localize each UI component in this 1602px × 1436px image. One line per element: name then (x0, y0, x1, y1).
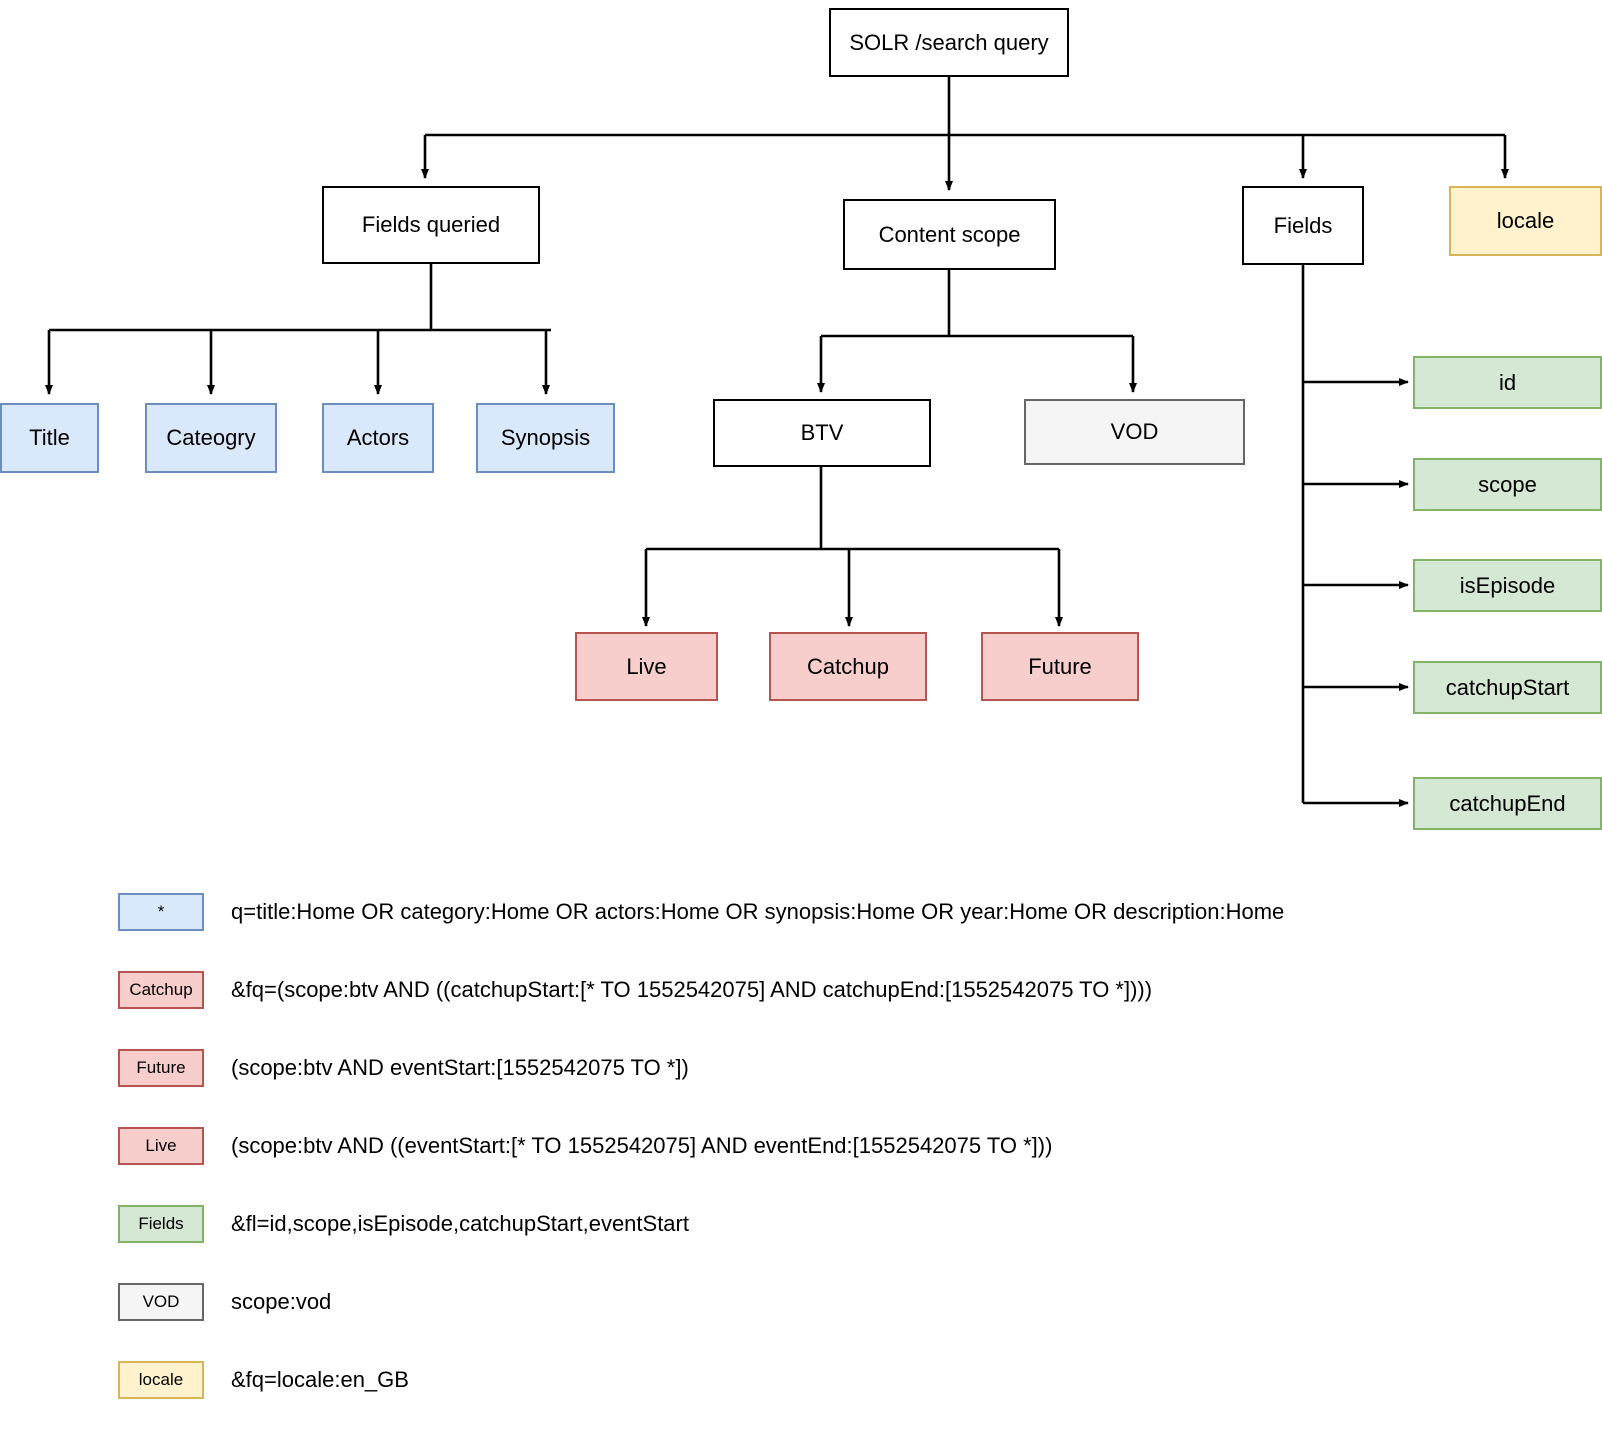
node-label: Cateogry (166, 425, 256, 451)
node-label: VOD (1110, 419, 1159, 445)
legend-row: Future (scope:btv AND eventStart:[155254… (118, 1049, 1518, 1127)
node-future[interactable]: Future (981, 632, 1139, 701)
legend-swatch-label: * (157, 902, 165, 921)
node-label: Fields (1273, 212, 1333, 238)
node-label: scope (1478, 471, 1537, 497)
legend-swatch-live: Live (118, 1127, 204, 1165)
node-field-id[interactable]: id (1413, 356, 1602, 409)
legend-text-future: (scope:btv AND eventStart:[1552542075 TO… (231, 1055, 689, 1080)
legend-swatch-label: VOD (142, 1292, 180, 1311)
node-label: BTV (800, 420, 844, 446)
legend-text-star: q=title:Home OR category:Home OR actors:… (231, 899, 1285, 924)
node-label: catchupStart (1445, 674, 1570, 700)
node-label: Synopsis (500, 425, 591, 451)
node-field-catchupstart[interactable]: catchupStart (1413, 661, 1602, 714)
node-label: Fields queried (361, 212, 501, 238)
node-catchup[interactable]: Catchup (769, 632, 927, 701)
node-fields[interactable]: Fields (1242, 186, 1364, 265)
legend-swatch-vod: VOD (118, 1283, 204, 1321)
node-field-isepisode[interactable]: isEpisode (1413, 559, 1602, 612)
legend: * q=title:Home OR category:Home OR actor… (118, 893, 1518, 1436)
legend-swatch-label: locale (138, 1370, 184, 1389)
node-locale[interactable]: locale (1449, 186, 1602, 256)
node-fields-queried[interactable]: Fields queried (322, 186, 540, 264)
node-label: Catchup (807, 653, 889, 679)
node-field-catchupend[interactable]: catchupEnd (1413, 777, 1602, 830)
legend-swatch-label: Fields (138, 1214, 184, 1233)
node-label: Content scope (878, 221, 1021, 247)
node-root-solr-search-query[interactable]: SOLR /search query (829, 8, 1069, 77)
node-label: catchupEnd (1449, 790, 1566, 816)
legend-text-live: (scope:btv AND ((eventStart:[* TO 155254… (231, 1133, 1053, 1158)
legend-text-vod: scope:vod (231, 1289, 332, 1314)
node-label: SOLR /search query (849, 29, 1049, 55)
node-label: Title (29, 425, 70, 451)
node-btv[interactable]: BTV (713, 399, 931, 467)
legend-row: Catchup &fq=(scope:btv AND ((catchupStar… (118, 971, 1518, 1049)
node-label: id (1498, 369, 1517, 395)
legend-swatch-label: Catchup (129, 980, 193, 999)
legend-swatch-fields: Fields (118, 1205, 204, 1243)
node-field-scope[interactable]: scope (1413, 458, 1602, 511)
legend-swatch-label: Future (136, 1058, 186, 1077)
legend-swatch-catchup: Catchup (118, 971, 204, 1009)
legend-row: * q=title:Home OR category:Home OR actor… (118, 893, 1518, 971)
legend-text-catchup: &fq=(scope:btv AND ((catchupStart:[* TO … (231, 977, 1153, 1002)
legend-row: VOD scope:vod (118, 1283, 1518, 1361)
node-label: isEpisode (1459, 572, 1556, 598)
legend-text-locale: &fq=locale:en_GB (231, 1367, 409, 1392)
node-cateogry[interactable]: Cateogry (145, 403, 277, 473)
node-title[interactable]: Title (0, 403, 99, 473)
node-label: locale (1496, 208, 1555, 234)
legend-swatch-future: Future (118, 1049, 204, 1087)
node-actors[interactable]: Actors (322, 403, 434, 473)
node-vod[interactable]: VOD (1024, 399, 1245, 465)
node-label: Future (1028, 653, 1092, 679)
legend-row: Live (scope:btv AND ((eventStart:[* TO 1… (118, 1127, 1518, 1205)
node-live[interactable]: Live (575, 632, 718, 701)
node-synopsis[interactable]: Synopsis (476, 403, 615, 473)
node-content-scope[interactable]: Content scope (843, 199, 1056, 270)
node-label: Actors (346, 425, 410, 451)
legend-swatch-locale: locale (118, 1361, 204, 1399)
node-label: Live (626, 653, 667, 679)
legend-swatch-star: * (118, 893, 204, 931)
legend-row: locale &fq=locale:en_GB (118, 1361, 1518, 1436)
legend-row: Fields &fl=id,scope,isEpisode,catchupSta… (118, 1205, 1518, 1283)
legend-swatch-label: Live (145, 1136, 177, 1155)
legend-text-fields: &fl=id,scope,isEpisode,catchupStart,even… (231, 1211, 689, 1236)
